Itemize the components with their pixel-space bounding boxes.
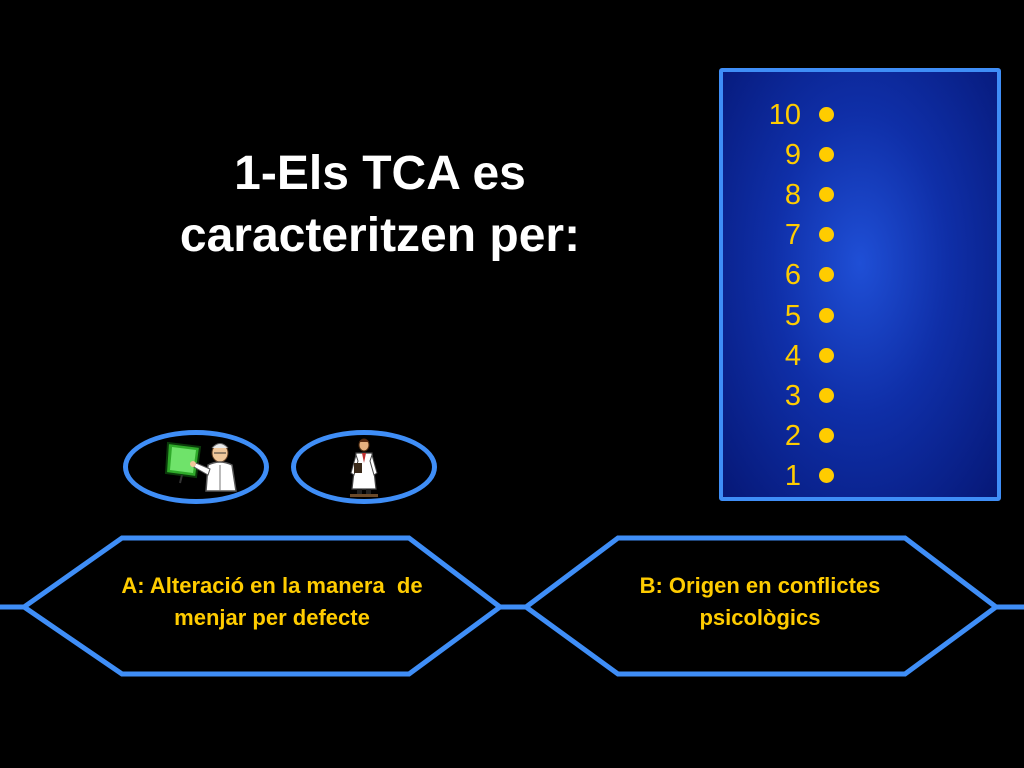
answer-a-line-2: menjar per defecte xyxy=(174,605,370,630)
ladder-level-3: 3 xyxy=(723,376,997,416)
question-line-2: caracteritzen per: xyxy=(179,209,581,262)
lifeline-xray-button[interactable] xyxy=(123,430,269,504)
ladder-level-1: 1 xyxy=(723,456,997,496)
ladder-level-number: 5 xyxy=(784,300,801,332)
ladder-level-dot xyxy=(819,267,834,282)
ladder-level-dot xyxy=(819,308,834,323)
answer-b-line-1: B: Origen en conflictes xyxy=(639,573,881,598)
ladder-level-number: 9 xyxy=(784,139,801,171)
ladder-level-number: 2 xyxy=(784,420,801,452)
ladder-level-number: 10 xyxy=(768,99,801,131)
lifeline-doctor-button[interactable] xyxy=(291,430,437,504)
ladder-level-dot xyxy=(819,428,834,443)
answer-a-frame xyxy=(19,535,505,677)
ladder-level-dot xyxy=(819,147,834,162)
answer-b-button[interactable]: B: Origen en conflictes psicològics xyxy=(560,570,960,634)
ladder-level-dot xyxy=(819,227,834,242)
ladder-level-dot xyxy=(819,187,834,202)
ladder-level-number: 4 xyxy=(784,340,801,372)
ladder-level-9: 9 xyxy=(723,135,997,175)
ladder-level-number: 7 xyxy=(784,219,801,251)
ladder-level-number: 3 xyxy=(784,380,801,412)
question-line-1: 1-Els TCA es xyxy=(234,147,526,200)
question-title: 1-Els TCA es caracteritzen per: xyxy=(100,143,660,267)
answer-b-frame xyxy=(521,535,1001,677)
answers-area: A: Alteració en la manera de menjar per … xyxy=(0,530,1024,680)
ladder-level-number: 8 xyxy=(784,179,801,211)
answer-b-line-2: psicològics xyxy=(699,605,821,630)
ladder-level-dot xyxy=(819,107,834,122)
ladder-level-dot xyxy=(819,388,834,403)
answer-frames xyxy=(0,535,1024,677)
ladder-level-8: 8 xyxy=(723,175,997,215)
ladder-level-5: 5 xyxy=(723,296,997,336)
ladder-level-number: 6 xyxy=(784,259,801,291)
ladder-level-4: 4 xyxy=(723,336,997,376)
ladder-level-number: 1 xyxy=(784,460,801,492)
doctor-standing-icon xyxy=(350,438,378,497)
answer-a-button[interactable]: A: Alteració en la manera de menjar per … xyxy=(62,570,482,634)
doctor-xray-icon xyxy=(164,441,237,492)
ladder-level-7: 7 xyxy=(723,215,997,255)
ladder-level-2: 2 xyxy=(723,416,997,456)
ladder-level-6: 6 xyxy=(723,255,997,295)
ladder-level-dot xyxy=(819,348,834,363)
answer-a-line-1: A: Alteració en la manera de xyxy=(121,573,423,598)
prize-ladder-panel: 10 9 8 7 6 5 4 3 xyxy=(719,68,1001,501)
ladder-level-dot xyxy=(819,468,834,483)
ladder-level-10: 10 xyxy=(723,95,997,135)
